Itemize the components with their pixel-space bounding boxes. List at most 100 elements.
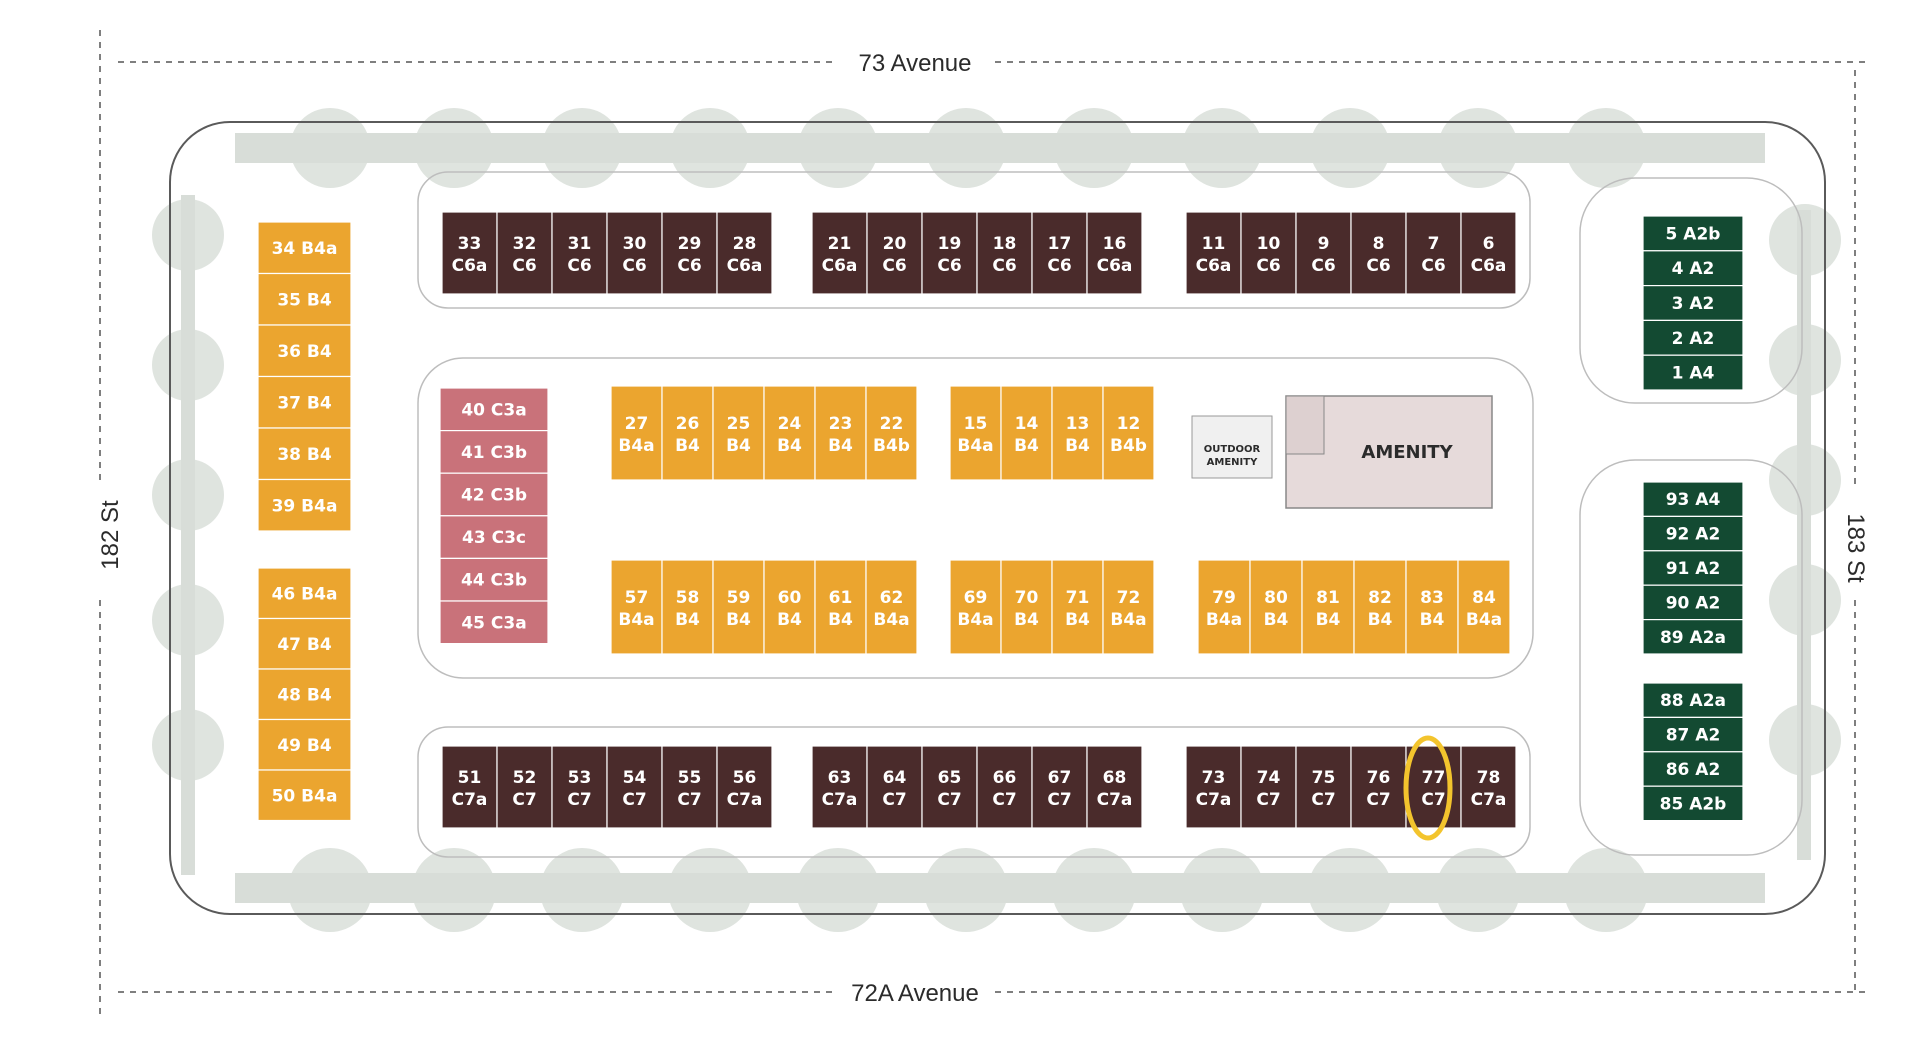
unit-44[interactable]: 44 C3b xyxy=(439,557,549,602)
unit-42[interactable]: 42 C3b xyxy=(439,472,549,517)
unit-39[interactable]: 39 B4a xyxy=(257,478,352,532)
unit-35[interactable]: 35 B4 xyxy=(257,272,352,326)
unit-8[interactable]: 8C6 xyxy=(1350,211,1407,295)
unit-41[interactable]: 41 C3b xyxy=(439,430,549,474)
unit-83-shape xyxy=(1405,559,1459,655)
unit-45[interactable]: 45 C3a xyxy=(439,600,549,645)
unit-87[interactable]: 87 A2 xyxy=(1642,716,1744,753)
unit-3[interactable]: 3 A2 xyxy=(1642,285,1744,322)
unit-50[interactable]: 50 B4a xyxy=(257,769,352,822)
unit-9[interactable]: 9C6 xyxy=(1295,211,1352,295)
unit-5[interactable]: 5 A2b xyxy=(1642,215,1744,252)
unit-34[interactable]: 34 B4a xyxy=(257,221,352,275)
unit-type: B4a xyxy=(873,610,909,630)
unit-48[interactable]: 48 B4 xyxy=(257,668,352,721)
unit-1[interactable]: 1 A4 xyxy=(1642,354,1744,391)
unit-52-shape xyxy=(496,745,553,829)
unit-56-shape xyxy=(716,745,773,829)
unit-43[interactable]: 43 C3c xyxy=(439,515,549,559)
unit-40[interactable]: 40 C3a xyxy=(439,387,549,432)
unit-93[interactable]: 93 A4 xyxy=(1642,481,1744,518)
unit-46[interactable]: 46 B4a xyxy=(257,567,352,620)
unit-4[interactable]: 4 A2 xyxy=(1642,250,1744,287)
unit-92[interactable]: 92 A2 xyxy=(1642,515,1744,552)
unit-38[interactable]: 38 B4 xyxy=(257,427,352,481)
unit-3-shape xyxy=(1642,285,1744,322)
unit-90[interactable]: 90 A2 xyxy=(1642,584,1744,621)
unit-85[interactable]: 85 A2b xyxy=(1642,785,1744,822)
unit-88[interactable]: 88 A2a xyxy=(1642,682,1744,719)
unit-36[interactable]: 36 B4 xyxy=(257,324,352,378)
unit-86[interactable]: 86 A2 xyxy=(1642,751,1744,787)
unit-7[interactable]: 7C6 xyxy=(1405,211,1462,295)
unit-12-shape xyxy=(1102,385,1155,481)
unit-91[interactable]: 91 A2 xyxy=(1642,550,1744,586)
unit-2[interactable]: 2 A2 xyxy=(1642,319,1744,356)
unit-type: C7a xyxy=(1097,790,1133,810)
unit-49[interactable]: 49 B4 xyxy=(257,718,352,771)
unit-37[interactable]: 37 B4 xyxy=(257,375,352,429)
unit-47[interactable]: 47 B4 xyxy=(257,617,352,670)
unit-89[interactable]: 89 A2a xyxy=(1642,618,1744,655)
